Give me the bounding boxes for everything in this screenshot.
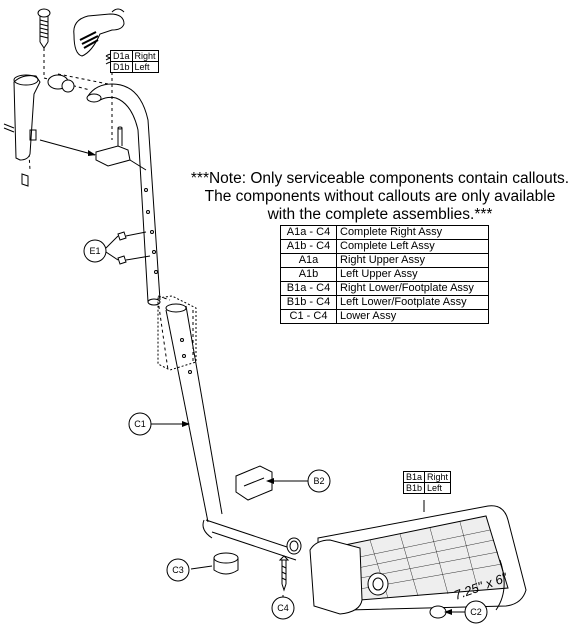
clip-part [235,465,273,501]
callout-c2: C2 [464,600,488,624]
leader-lines [105,235,466,613]
note-line-1: ***Note: Only serviceable components con… [190,170,570,187]
footplate [309,505,527,615]
upper-tube [86,83,161,306]
callout-c2-label: C2 [470,607,482,617]
callout-b2-label: B2 [313,476,324,486]
lower-tube [165,303,302,561]
callout-b2: B2 [307,469,331,493]
clamp-lever [73,8,125,65]
dimension-bracket [495,559,505,611]
callout-c1: C1 [128,412,152,436]
callout-c4: C4 [271,596,295,620]
arrowheads [88,150,452,615]
receiver-post [3,74,96,187]
callout-c3: C3 [166,558,190,582]
callout-e1: E1 [83,239,107,263]
top-screw [37,8,51,49]
alignment-lines [24,48,194,371]
tube-cap [47,74,75,93]
c4-screw [278,555,290,592]
note-line-3: with the complete assemblies.*** [267,206,493,223]
mount-bracket [95,126,147,171]
service-note: ***Note: Only serviceable components con… [170,170,585,224]
callout-e1-label: E1 [89,246,100,256]
end-cap [213,552,239,575]
callout-c4-label: C4 [277,603,289,613]
c2-cap [429,605,447,619]
callout-c1-label: C1 [134,419,146,429]
note-line-2: The components without callouts are only… [204,188,556,205]
e1-screws [117,231,151,265]
callout-c3-label: C3 [172,565,184,575]
